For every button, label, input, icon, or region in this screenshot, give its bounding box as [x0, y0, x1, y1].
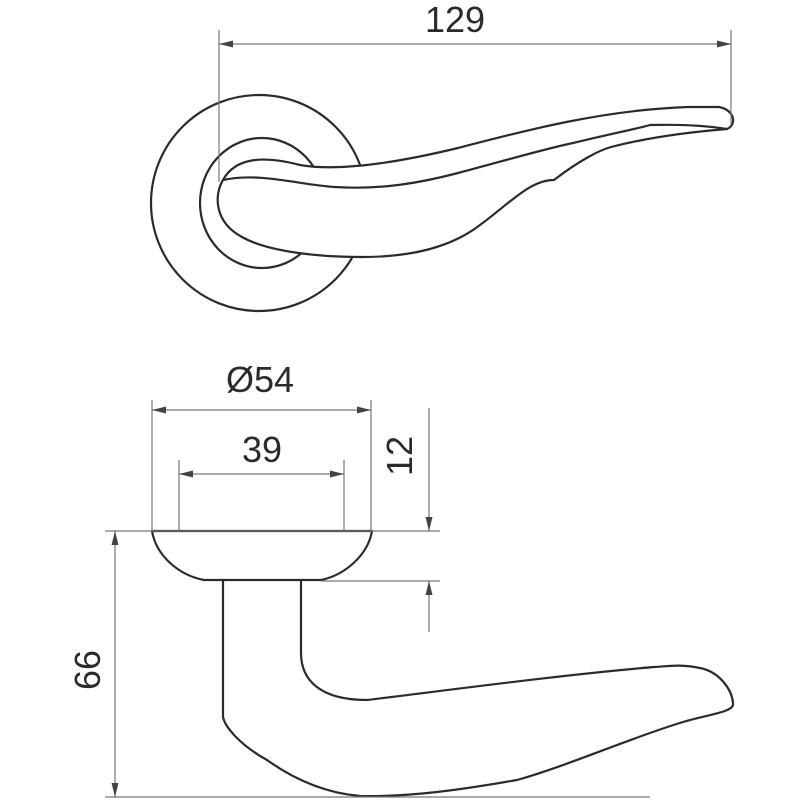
- arrow-icon: [425, 581, 433, 595]
- arrow-icon: [152, 406, 166, 414]
- arrow-icon: [111, 531, 119, 545]
- rosette-side: [150, 529, 374, 582]
- arrow-icon: [179, 470, 193, 478]
- side-view: Ø54 39 12 66: [67, 359, 735, 798]
- arrow-icon: [717, 40, 731, 48]
- arrow-icon: [357, 406, 371, 414]
- arrow-icon: [219, 40, 233, 48]
- dimension-inner-label: 39: [242, 429, 282, 470]
- lever-lower-edge: [216, 127, 729, 259]
- dimension-total-height-label: 66: [67, 650, 108, 690]
- dimension-diameter-label: Ø54: [226, 359, 294, 400]
- arrow-icon: [425, 517, 433, 531]
- arrow-icon: [330, 470, 344, 478]
- lever-top-body: [219, 107, 734, 258]
- top-view: 129: [149, 0, 735, 313]
- lever-top-edge: [221, 105, 735, 182]
- dimension-rosette-height-label: 12: [379, 436, 420, 476]
- arrow-icon: [111, 783, 119, 797]
- lever-ridge: [221, 123, 729, 189]
- lever-side: [221, 578, 735, 798]
- dimension-length-label: 129: [425, 0, 485, 40]
